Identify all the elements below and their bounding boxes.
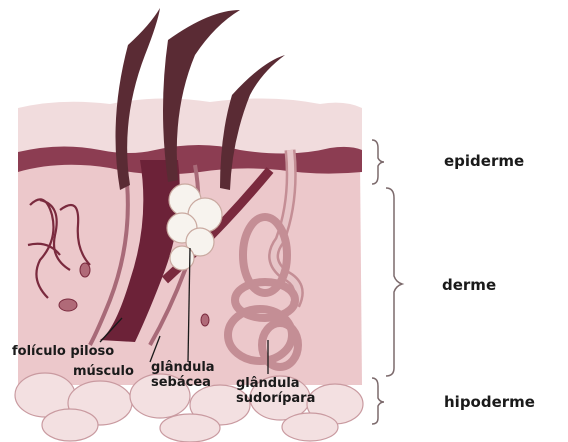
label-derme: derme (442, 276, 496, 294)
label-sebacea-line1: glândula (151, 360, 215, 375)
label-glandula-sebacea: glândula sebácea (151, 360, 215, 390)
label-hipoderme: hipoderme (444, 393, 535, 411)
layer-braces (372, 140, 402, 424)
label-sudoripara-line2: sudorípara (236, 391, 315, 406)
label-sebacea-line2: sebácea (151, 375, 215, 390)
label-epiderme: epiderme (444, 152, 524, 170)
label-musculo: músculo (73, 364, 134, 379)
label-sudoripara-line1: glândula (236, 376, 315, 391)
label-foliculo-piloso: folículo piloso (12, 344, 114, 359)
brace-hipoderme (372, 378, 384, 424)
brace-derme (386, 188, 402, 376)
brace-epiderme (372, 140, 384, 184)
label-glandula-sudoripara: glândula sudorípara (236, 376, 315, 406)
